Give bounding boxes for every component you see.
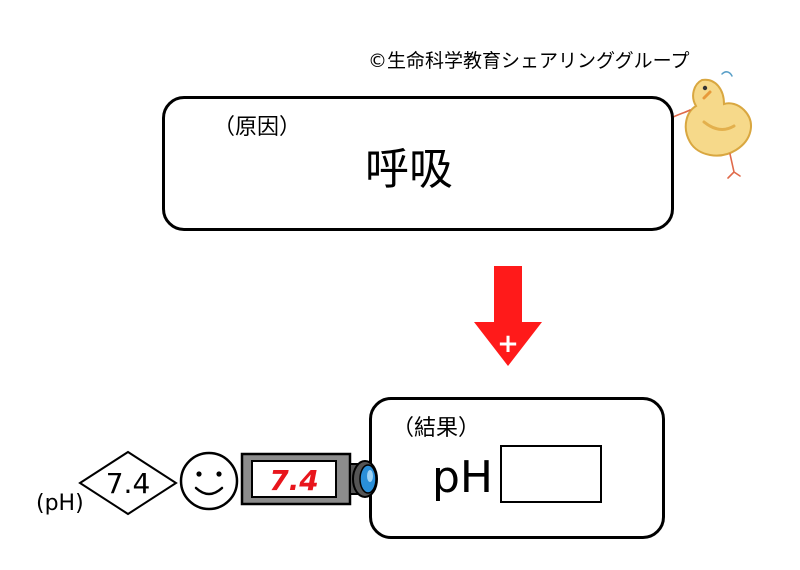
diamond-ph-value: 7.4 [106, 467, 151, 500]
chick-icon [661, 71, 752, 179]
result-ph-text: pH [432, 452, 494, 503]
ph-meter-icon: 7.4 [240, 452, 378, 506]
cause-box: （原因） 呼吸 [162, 96, 674, 231]
result-box: （結果） pH [369, 397, 665, 539]
smiley-face-icon [179, 451, 239, 511]
ph-unit-label: (pH) [36, 491, 84, 516]
answer-blank-box [500, 445, 602, 503]
result-label: （結果） [392, 416, 481, 441]
cause-label: （原因） [213, 115, 302, 140]
increase-arrow-icon: + [474, 266, 542, 366]
meter-reading: 7.4 [269, 464, 319, 497]
copyright-text: ©生命科学教育シェアリンググループ [368, 50, 690, 72]
plus-sign: + [497, 329, 519, 359]
ph-value-diamond: 7.4 [78, 450, 178, 516]
cause-text: 呼吸 [365, 144, 453, 195]
